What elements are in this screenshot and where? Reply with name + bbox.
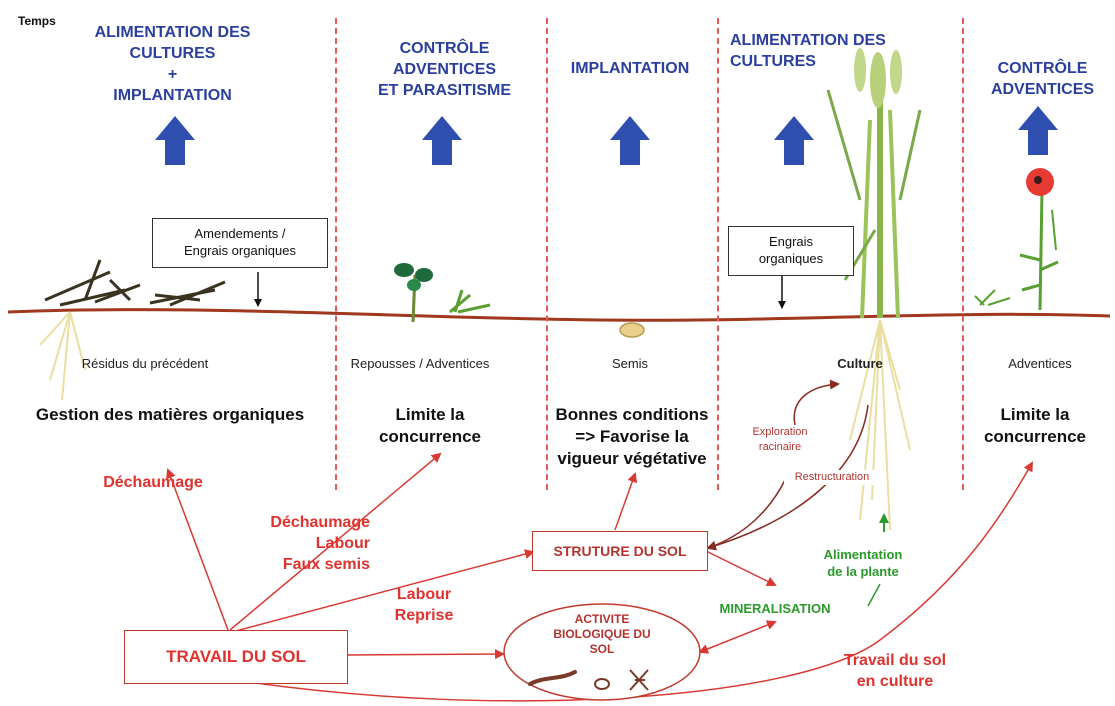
header-1-line-1: ALIMENTATION DES <box>94 24 251 41</box>
action-labour-reprise: Labour Reprise <box>384 584 464 626</box>
travail-culture-line-2: en culture <box>856 673 934 690</box>
header-1-line-3: IMPLANTATION <box>113 87 232 104</box>
action-group-line-3: Faux semis <box>282 556 370 573</box>
header-5-line-1: CONTRÔLE <box>997 60 1088 77</box>
temps-label: Temps <box>18 14 56 28</box>
stage-repousses: Repousses / Adventices <box>350 356 490 371</box>
arrow-mineral-to-alimentation <box>867 583 881 607</box>
blue-up-arrow-2 <box>422 116 462 165</box>
objective-5-line-1: Limite la <box>1000 405 1070 424</box>
soil-line <box>7 308 1111 322</box>
arrow-travail-to-activite <box>345 649 505 660</box>
blue-up-arrow-1 <box>155 116 195 165</box>
column-separator-3 <box>717 18 719 490</box>
objective-5-line-2: concurrence <box>983 427 1087 446</box>
stage-semis: Semis <box>611 356 649 371</box>
poppy-icon <box>974 168 1059 311</box>
action-travail-en-culture: Travail du sol en culture <box>830 650 960 692</box>
header-1-plus: + <box>167 66 178 83</box>
blue-up-arrow-5 <box>1018 106 1058 155</box>
action-group-line-1: Déchaumage <box>270 514 370 531</box>
header-implantation: IMPLANTATION <box>570 60 690 77</box>
header-2-line-1: CONTRÔLE <box>399 40 490 57</box>
label-alimentation-plante: Alimentation de la plante <box>808 546 918 580</box>
seed-icon <box>619 322 645 338</box>
objective-3-line-2: => Favorise la <box>575 427 689 446</box>
objective-3-line-3: vigueur végétative <box>557 449 707 468</box>
header-alimentation-implantation: ALIMENTATION DES CULTURES + IMPLANTATION <box>80 22 265 106</box>
objective-limite-concurrence-2: Limite la concurrence <box>970 404 1100 448</box>
action-reprise: Reprise <box>394 607 454 624</box>
objective-2-line-1: Limite la <box>395 405 465 424</box>
insect-icon <box>629 669 649 691</box>
exploration-line-2: racinaire <box>758 441 802 453</box>
objective-limite-concurrence-1: Limite la concurrence <box>365 404 495 448</box>
stage-culture: Culture <box>837 356 883 371</box>
blue-up-arrow-3 <box>610 116 650 165</box>
amendements-line-1: Amendements / <box>194 226 286 241</box>
stage-adventices: Adventices <box>1008 356 1072 371</box>
stage-residus: Résidus du précédent <box>81 356 209 371</box>
engrais-organiques-box: Engrais organiques <box>728 226 854 276</box>
arrow-structure-to-mineralisation <box>705 550 777 586</box>
arrow-structure-to-bonnes <box>614 472 638 531</box>
action-group: Déchaumage Labour Faux semis <box>250 512 370 575</box>
objective-3-line-1: Bonnes conditions <box>555 405 709 424</box>
residue-plants-icon <box>44 259 226 307</box>
action-group-line-2: Labour <box>315 535 370 552</box>
amendements-line-2: Engrais organiques <box>183 243 297 258</box>
seedling-icon <box>394 263 491 323</box>
label-restructuration: Restructuration <box>784 470 880 485</box>
engrais-line-2: organiques <box>758 251 824 266</box>
wheat-roots-icon <box>849 319 911 531</box>
header-2-line-3: ET PARASITISME <box>377 82 512 99</box>
activite-line-2: BIOLOGIQUE DU <box>553 627 651 641</box>
arrow-to-structure <box>231 549 535 633</box>
column-separator-1 <box>335 18 337 490</box>
activite-biologique-label: ACTIVITE BIOLOGIQUE DU SOL <box>530 612 674 657</box>
column-separator-2 <box>546 18 548 490</box>
label-exploration-racinaire: Exploration racinaire <box>740 425 820 455</box>
action-dechaumage: Déchaumage <box>103 474 203 491</box>
engrais-line-1: Engrais <box>768 234 814 249</box>
arrow-structure-root <box>707 479 786 549</box>
action-labour: Labour <box>396 586 452 603</box>
activite-line-1: ACTIVITE <box>574 612 630 626</box>
alimentation-line-1: Alimentation <box>823 547 903 562</box>
arrow-exploration <box>793 379 840 426</box>
arrow-travail-culture <box>234 461 1033 702</box>
column-separator-4 <box>962 18 964 490</box>
residue-roots-icon <box>39 311 86 401</box>
label-mineralisation: MINERALISATION <box>719 601 831 616</box>
arrow-to-gestion <box>166 468 229 631</box>
objective-gestion-matieres: Gestion des matières organiques <box>35 405 305 424</box>
header-4-line-2: CULTURES <box>730 53 816 70</box>
blue-up-arrow-4 <box>774 116 814 165</box>
structure-du-sol-box: STRUTURE DU SOL <box>532 531 708 571</box>
header-controle-parasitisme: CONTRÔLE ADVENTICES ET PARASITISME <box>362 38 527 101</box>
exploration-line-1: Exploration <box>752 426 808 438</box>
header-controle-adventices: CONTRÔLE ADVENTICES <box>985 58 1100 100</box>
activite-line-3: SOL <box>589 642 615 656</box>
header-1-line-2: CULTURES <box>129 45 216 62</box>
organism-icon <box>594 678 610 690</box>
objective-bonnes-conditions: Bonnes conditions => Favorise la vigueur… <box>548 404 716 470</box>
header-alimentation-cultures: ALIMENTATION DES CULTURES <box>730 30 915 72</box>
objective-2-line-2: concurrence <box>378 427 482 446</box>
amendements-box: Amendements / Engrais organiques <box>152 218 328 268</box>
wheat-plant-icon <box>826 48 922 319</box>
alimentation-line-2: de la plante <box>827 564 899 579</box>
arrow-to-limite-1 <box>229 452 442 631</box>
arrow-activite-mineralisation <box>698 620 777 654</box>
travail-culture-line-1: Travail du sol <box>843 652 947 669</box>
header-5-line-2: ADVENTICES <box>990 81 1095 98</box>
earthworm-icon <box>528 670 577 686</box>
header-2-line-2: ADVENTICES <box>392 61 497 78</box>
header-4-line-1: ALIMENTATION DES <box>730 32 886 49</box>
travail-du-sol-box: TRAVAIL DU SOL <box>124 630 348 684</box>
arrow-restructuration <box>706 404 869 551</box>
